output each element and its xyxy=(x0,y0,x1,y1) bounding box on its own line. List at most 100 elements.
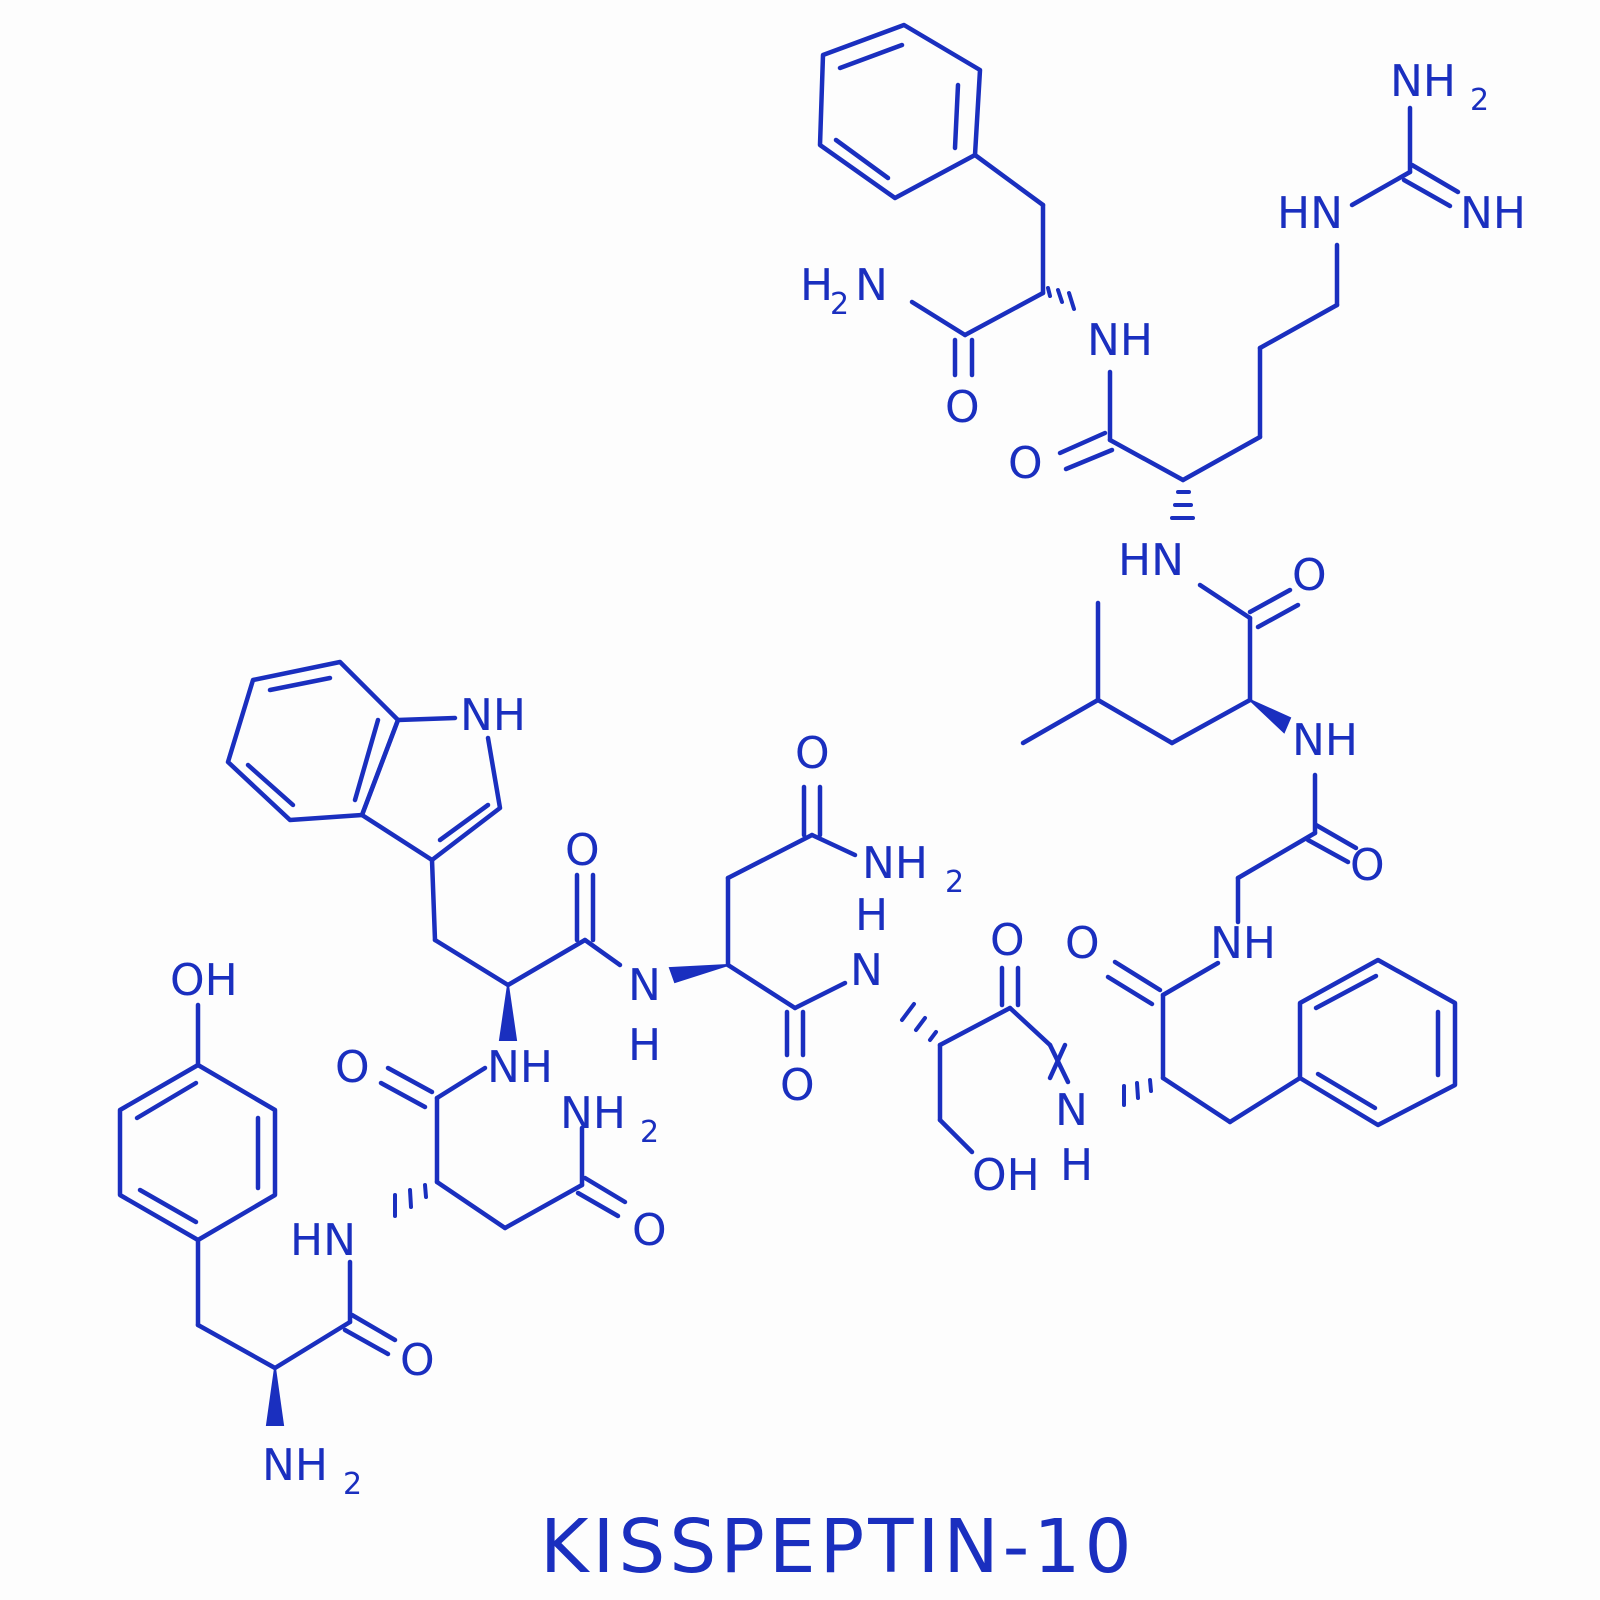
label-ser-o: O xyxy=(990,915,1025,966)
indole-pyrrole-ring xyxy=(359,735,503,863)
phe-hashed-bond xyxy=(1046,286,1076,311)
bond-skeleton xyxy=(117,22,1461,1371)
label-leu-o: O xyxy=(1292,550,1327,601)
label-tyr-oh: OH xyxy=(170,955,238,1006)
gly-co-double-a xyxy=(1313,822,1359,851)
trp-wedge-bond xyxy=(498,984,518,1041)
guan-c-double-b xyxy=(1401,177,1453,209)
asn1-ca-to-cb xyxy=(434,1179,508,1231)
indole-c2-n1 xyxy=(395,715,458,723)
asn1-co-double-b xyxy=(378,1080,428,1110)
indole-benzo-double-2 xyxy=(245,762,296,808)
guan-n-to-c xyxy=(1349,169,1413,208)
label-nh-phe2-n: N xyxy=(1055,1085,1088,1136)
label-ser-oh: OH xyxy=(972,1150,1040,1201)
label-guan-nh: NH xyxy=(1460,188,1526,239)
label-tyr-o: O xyxy=(400,1335,435,1386)
asn1-cg-double-b xyxy=(575,1190,621,1219)
label-gly-o: O xyxy=(1350,840,1385,891)
phe-co-to-nh2 xyxy=(909,299,968,338)
label-asn1-nh2-sub: 2 xyxy=(640,1115,659,1150)
guan-c-double-a xyxy=(1409,162,1461,195)
phe2-ring-double-1 xyxy=(1313,973,1379,1011)
phe2-hashed-bond xyxy=(1122,1078,1153,1107)
label-phe-o: O xyxy=(945,382,980,433)
label-nh-asn2-h: H xyxy=(628,1020,661,1071)
phe2-benzene-ring xyxy=(1297,957,1458,1128)
label-arg-o: O xyxy=(1008,438,1043,489)
leu-ca-to-cb xyxy=(1169,697,1253,746)
label-asn2-co-o: O xyxy=(780,1060,815,1111)
gly-co-to-ca xyxy=(1235,830,1318,881)
label-nh-phe: NH xyxy=(1087,315,1153,366)
label-hn-arg: HN xyxy=(1118,535,1184,586)
label-nh-phe2-h: H xyxy=(1060,1140,1093,1191)
leu-co-double-a xyxy=(1247,587,1293,615)
asn1-cb-to-cg xyxy=(502,1182,585,1231)
ketone-ch2-to-n xyxy=(1047,1042,1071,1085)
phe-ring-double-1 xyxy=(837,42,905,71)
molecule-title: KISSPEPTIN-10 xyxy=(540,1504,1136,1590)
label-asn2-nh2: NH xyxy=(862,838,928,889)
asn2-wedge-bond xyxy=(668,964,729,984)
indole-double-c2c3 xyxy=(437,802,491,843)
tyr-wedge-bond xyxy=(265,1367,285,1426)
asn1-hashed-bond xyxy=(393,1183,428,1218)
label-ser-nh-h: H xyxy=(855,890,888,941)
label-trp-nh: NH xyxy=(460,690,526,741)
phe2-cb-to-ring xyxy=(1227,1075,1303,1125)
label-asn1-nh2: NH xyxy=(560,1088,626,1139)
tyr-co-double-b xyxy=(342,1327,391,1357)
label-tyr-nh2: NH xyxy=(262,1440,328,1491)
tyr-co-double-a xyxy=(349,1312,398,1343)
gly-co-double-b xyxy=(1305,837,1351,865)
label-hn-asn1: HN xyxy=(290,1215,356,1266)
tyr-ring-double-3 xyxy=(137,1187,199,1225)
tyr-ring-double-1 xyxy=(134,1080,199,1121)
trp-cb-to-c3 xyxy=(429,857,438,943)
arg-cg-to-cd xyxy=(1257,302,1340,351)
label-asn2-side-o: O xyxy=(795,728,830,779)
asn2-cg-to-nh2 xyxy=(809,832,858,858)
label-phe-amide-n: N xyxy=(855,260,888,311)
asn2-ca-to-co xyxy=(725,962,798,1011)
leu-cb-to-cg xyxy=(1095,697,1175,746)
phe2-ring-double-3 xyxy=(1315,1071,1378,1111)
arg-hashed-bond xyxy=(1170,490,1195,520)
phe2-ca-to-cb xyxy=(1160,1075,1233,1125)
phe2-co-double-b xyxy=(1105,974,1155,1007)
tyr-phenol-ring xyxy=(117,1062,278,1243)
label-asn1-o: O xyxy=(335,1042,370,1093)
indole-benzo-double-3 xyxy=(352,717,381,803)
asn1-cg-double-a xyxy=(582,1175,628,1205)
phe2-nh-to-co xyxy=(1160,960,1221,998)
label-trp-o: O xyxy=(565,825,600,876)
leu-wedge-bond xyxy=(1249,699,1292,734)
leu-cg-to-me2 xyxy=(1020,697,1101,746)
label-tyr-nh2-sub: 2 xyxy=(343,1467,362,1502)
ser-cb-to-oh xyxy=(937,1117,975,1155)
asn2-cb-to-cg xyxy=(725,832,815,881)
arg-co-double-a xyxy=(1057,430,1108,456)
ser-ca-to-ketone xyxy=(937,1005,1013,1048)
ketone-c-to-ch2 xyxy=(1007,1005,1053,1048)
asn1-co-to-nh xyxy=(434,1065,488,1101)
label-asn1-side-o: O xyxy=(632,1205,667,1256)
label-phe-amide-h: H xyxy=(800,260,833,311)
label-guan-nh2-sub: 2 xyxy=(1470,83,1489,118)
indole-benzo-double-1 xyxy=(267,675,333,693)
stereo-bonds xyxy=(265,286,1292,1426)
leu-co-double-b xyxy=(1255,602,1301,630)
indole-c7a-to-c3a xyxy=(359,717,401,818)
ser-hashed-bond xyxy=(900,1002,938,1042)
asn1-co-double-a xyxy=(385,1065,435,1095)
label-ser-nh-n: N xyxy=(850,945,883,996)
arg-ca-to-cb xyxy=(1180,434,1263,483)
label-nh-gly: NH xyxy=(1210,918,1276,969)
phe-ring-to-ch2 xyxy=(972,152,1046,208)
label-nh-trp: NH xyxy=(487,1042,553,1093)
label-phe2-o: O xyxy=(1065,918,1100,969)
phe2-co-double-a xyxy=(1112,959,1163,993)
